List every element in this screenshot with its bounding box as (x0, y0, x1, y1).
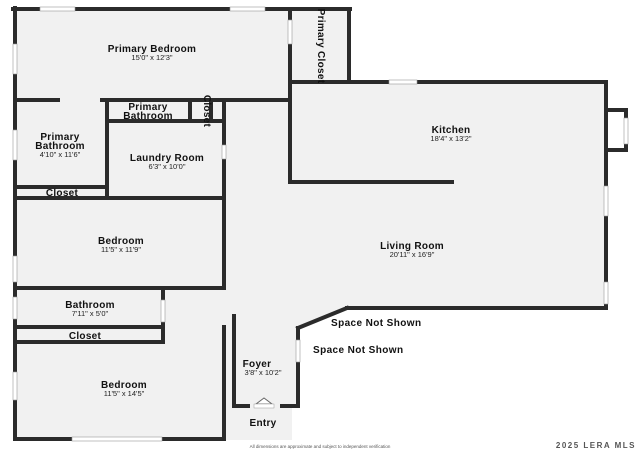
closet-a-name: Closet (46, 188, 79, 199)
bathroom-name: Bathroom (65, 300, 115, 311)
floor-fill (14, 8, 608, 440)
entry-label: Entry (249, 418, 276, 429)
laundry-room-dims: 6'3" x 10'0" (149, 162, 186, 171)
primary-closet-name: Primary Closet (315, 9, 326, 84)
primary-bathroom-small-line1: Primary (128, 102, 167, 113)
kitchen-dims: 18'4" x 13'2" (430, 134, 471, 143)
laundry-room-name: Laundry Room (130, 153, 204, 164)
closet-b-name: Closet (69, 331, 102, 342)
foyer-dims: 3'8" x 10'2" (245, 368, 282, 377)
space-not-shown-label-1: Space Not Shown (331, 318, 421, 329)
windows (12, 6, 629, 442)
bedroom-2-name: Bedroom (98, 236, 144, 247)
closet-small-name: Closet (201, 95, 212, 128)
primary-bedroom-name: Primary Bedroom (108, 44, 196, 55)
bathroom-dims: 7'11" x 5'0" (72, 309, 109, 318)
primary-bathroom-dims: 4'10" x 11'6" (40, 150, 81, 159)
living-room-name: Living Room (380, 241, 444, 252)
bedroom-3-dims: 11'5" x 14'5" (104, 389, 145, 398)
bedroom-3-name: Bedroom (101, 380, 147, 391)
entry-door (253, 403, 275, 409)
primary-bedroom-dims: 15'0" x 12'3" (131, 53, 172, 62)
kitchen-name: Kitchen (432, 125, 471, 136)
brand-watermark: 2025 LERA MLS (556, 441, 636, 450)
living-room-dims: 20'11" x 16'9" (390, 250, 435, 259)
space-not-shown-label-2: Space Not Shown (313, 345, 403, 356)
disclaimer-text: All dimensions are approximate and subje… (250, 444, 391, 449)
bedroom-2-dims: 11'5" x 11'9" (101, 245, 141, 254)
primary-bathroom-small-line2: Bathroom (123, 111, 173, 122)
foyer-name: Foyer (243, 359, 272, 370)
primary-bathroom-line2: Bathroom (35, 141, 85, 152)
primary-bathroom-line1: Primary (40, 132, 79, 143)
